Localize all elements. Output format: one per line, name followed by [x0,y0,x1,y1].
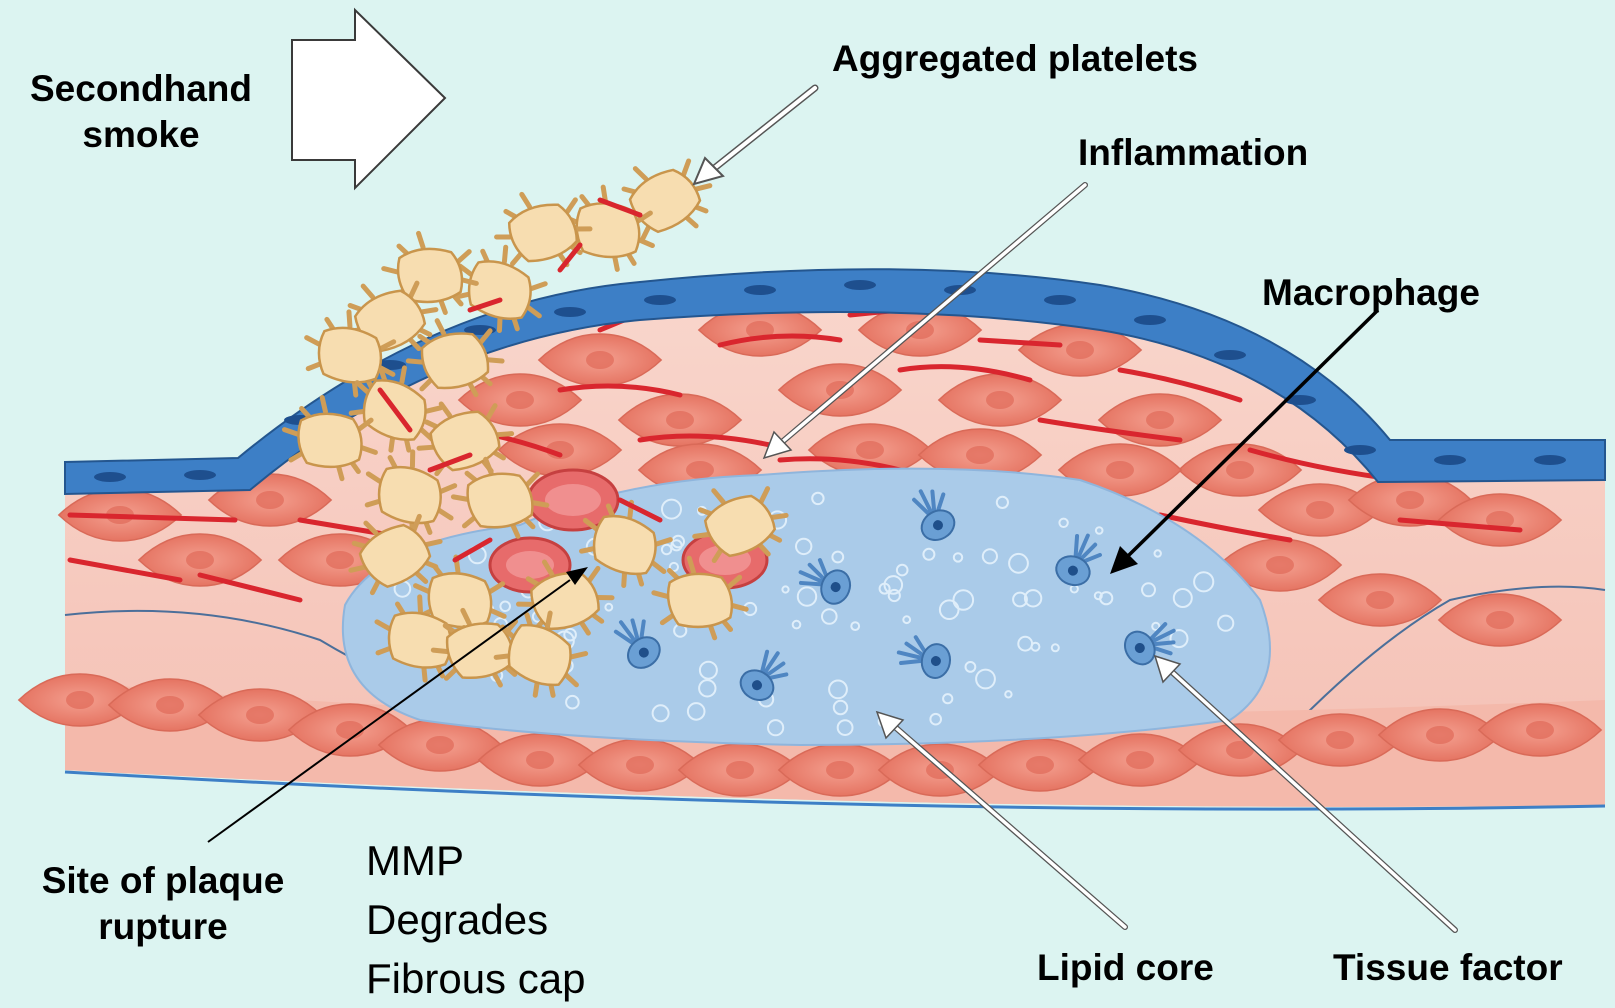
endothelial-nucleus [644,295,676,305]
right-arrow-icon [292,10,445,188]
pointer-aggregated-platelets [694,88,815,184]
label-mmp: MMP Degrades Fibrous cap [366,832,585,1008]
endothelial-nucleus [844,280,876,290]
label-secondhand-smoke: Secondhand smoke [10,66,272,159]
endothelial-nucleus [1134,315,1166,325]
label-macrophage: Macrophage [1262,270,1480,316]
label-tissue-factor: Tissue factor [1333,945,1563,991]
label-inflammation: Inflammation [1078,130,1308,176]
endothelial-nucleus [1434,455,1466,465]
label-site-of-rupture: Site of plaque rupture [18,858,308,951]
endothelial-nucleus [94,472,126,482]
label-aggregated-platelets: Aggregated platelets [832,36,1198,82]
label-lipid-core: Lipid core [1037,945,1214,991]
endothelial-nucleus [1214,350,1246,360]
endothelial-nucleus [1534,455,1566,465]
endothelial-nucleus [1044,295,1076,305]
endothelial-nucleus [1344,445,1376,455]
endothelial-nucleus [554,307,586,317]
endothelial-nucleus [744,285,776,295]
endothelial-nucleus [184,470,216,480]
